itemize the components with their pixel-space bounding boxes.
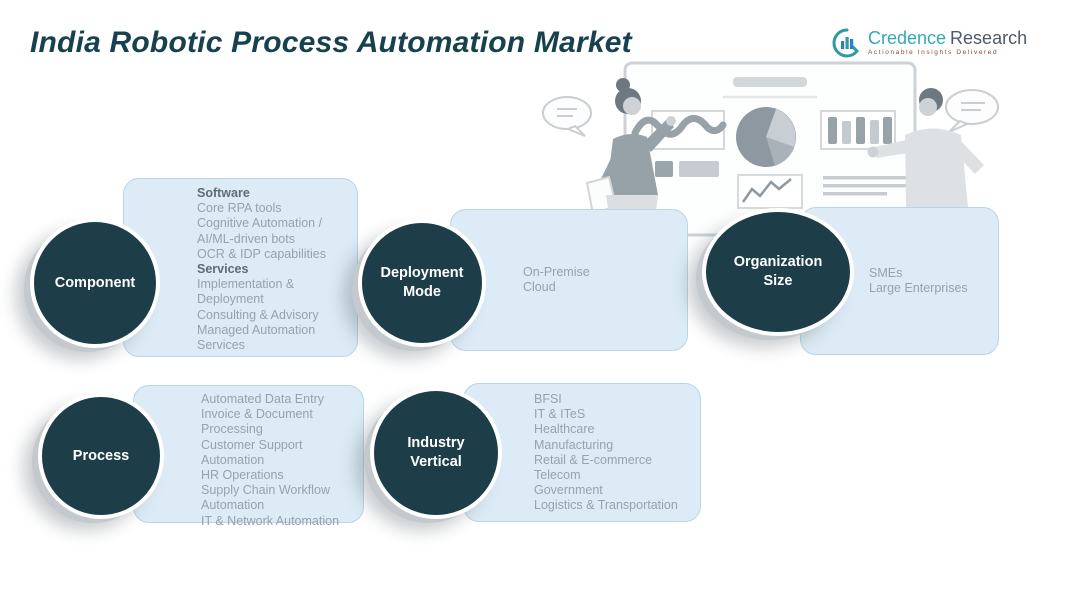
component-label: Component xyxy=(54,274,136,291)
list-item: IT & Network Automation xyxy=(201,513,340,528)
logo-brand-primary: Credence xyxy=(868,28,947,48)
speech-bubble-left-icon xyxy=(542,96,592,137)
list-item: Cognitive Automation / AI/ML-driven bots xyxy=(197,216,323,246)
speech-bubble-right-icon xyxy=(945,89,999,133)
list-item: Consulting & Advisory xyxy=(197,307,319,322)
component-circle: Component xyxy=(30,218,160,348)
text-lines-decoration xyxy=(823,176,933,196)
list-item: Retail & E-commerce xyxy=(534,452,653,467)
list-item: Implementation & Deployment xyxy=(197,277,295,307)
trend-line-icon xyxy=(737,174,803,209)
process-label: Process xyxy=(72,447,130,464)
list-item: BFSI xyxy=(534,392,562,406)
list-item: Cloud xyxy=(523,280,556,294)
organization-size-circle: Organization Size xyxy=(702,208,854,336)
list-item: Healthcare xyxy=(534,422,595,437)
content-blocks-decoration xyxy=(655,161,719,177)
page-title: India Robotic Process Automation Market xyxy=(30,26,632,59)
list-item: Customer Support Automation xyxy=(201,437,303,467)
logo-icon xyxy=(832,28,859,58)
logo-tagline: Actionable Insights Delivered xyxy=(868,49,999,56)
industry-vertical-label: Industry Vertical xyxy=(407,435,465,470)
industry-vertical-circle: Industry Vertical xyxy=(370,387,502,519)
list-item: Manufacturing xyxy=(534,437,614,452)
process-circle: Process xyxy=(38,393,164,519)
organization-size-label: Organization Size xyxy=(733,254,823,289)
bar-chart-icon xyxy=(820,110,896,150)
deployment-mode-label: Deployment Mode xyxy=(380,265,464,300)
list-item: SMEs xyxy=(869,265,903,280)
deployment-mode-circle: Deployment Mode xyxy=(358,219,486,347)
list-item: Government xyxy=(534,483,603,498)
list-item: Supply Chain Workflow Automation xyxy=(201,483,330,513)
list-item: Core RPA tools xyxy=(197,201,282,216)
list-item: IT & ITeS xyxy=(534,407,586,422)
list-item: HR Operations xyxy=(201,468,284,483)
list-item: OCR & IDP capabilities xyxy=(197,246,326,261)
list-item: Services xyxy=(197,262,249,277)
presentation-illustration xyxy=(542,61,999,240)
list-item: Managed Automation Services xyxy=(197,322,316,353)
list-item: Invoice & Document Processing xyxy=(201,407,313,437)
list-item: Large Enterprises xyxy=(869,281,968,295)
list-item: Software xyxy=(197,186,250,200)
list-item: Telecom xyxy=(534,468,581,483)
list-item: Logistics & Transportation xyxy=(534,498,678,513)
pie-chart-icon xyxy=(736,107,796,167)
list-item: Automated Data Entry xyxy=(201,392,324,406)
list-item: On-Premise xyxy=(523,264,590,279)
logo-brand-secondary: Research xyxy=(950,28,1028,48)
